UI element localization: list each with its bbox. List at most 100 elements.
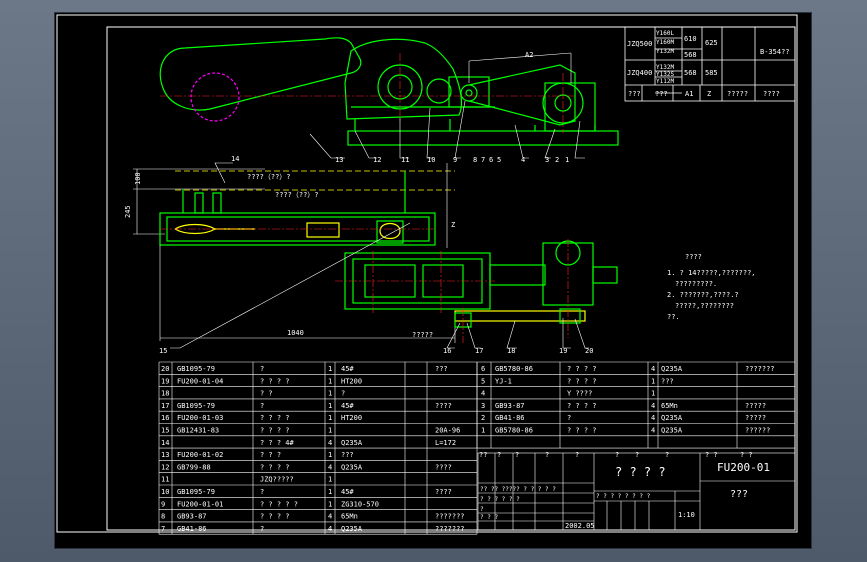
- part-name: ? ? ? ?: [567, 402, 597, 410]
- part-name: ? ? ? ?: [567, 377, 597, 385]
- dim-a2-label: A2: [525, 51, 533, 59]
- part-no: 12: [161, 463, 169, 471]
- callout-leaders-mid: [170, 162, 589, 349]
- part-remark: ???: [435, 365, 448, 373]
- parts-header-cell: ? ?: [705, 451, 718, 459]
- callout-number: 10: [427, 156, 435, 164]
- callout-number: 18: [507, 347, 515, 355]
- part-code: YJ-1: [495, 377, 512, 385]
- part-no: 15: [161, 427, 169, 435]
- part-no: 6: [481, 365, 485, 373]
- slot-label: ?????: [412, 331, 433, 339]
- title-block: [477, 452, 796, 531]
- part-no: 14: [161, 439, 169, 447]
- spec-note: B-354??: [760, 48, 790, 56]
- callout-number: 2: [555, 156, 559, 164]
- part-no: 7: [161, 525, 165, 533]
- part-remark: L=172: [435, 439, 456, 447]
- spec-footer-cell: ???: [655, 90, 668, 98]
- part-qty: 1: [651, 377, 655, 385]
- parts-list: [158, 361, 796, 535]
- title-block-stage: ? ? ? ? ? ? ? ?: [596, 493, 651, 500]
- part-name: ? ? ? ?: [567, 365, 597, 373]
- part-qty: 4: [651, 414, 655, 422]
- part-remark: ????: [435, 402, 452, 410]
- spec-footer-cell: A1: [685, 90, 693, 98]
- callout-number: 15: [159, 347, 167, 355]
- parts-header-cell: ?: [497, 451, 501, 459]
- part-no: 3: [481, 402, 485, 410]
- part-no: 18: [161, 390, 169, 398]
- notes-line: ??.: [667, 313, 680, 321]
- part-qty: 4: [651, 402, 655, 410]
- spec-model: JZQ400: [627, 69, 652, 77]
- parts-header-cell: ?: [615, 451, 619, 459]
- part-qty: 1: [328, 377, 332, 385]
- part-material: HT200: [341, 414, 362, 422]
- callout-number: 5: [497, 156, 501, 164]
- spec-footer-cell: ????: [763, 90, 780, 98]
- notes-line: ?????????.: [675, 280, 717, 288]
- callout-number: 11: [401, 156, 409, 164]
- callout-number: 20: [585, 347, 593, 355]
- title-block-name: ? ? ? ?: [615, 465, 666, 479]
- part-name: Y ????: [567, 390, 592, 398]
- part-name: ? ?: [260, 390, 273, 398]
- part-remark: ????: [435, 488, 452, 496]
- part-code: FU200-01-03: [177, 414, 223, 422]
- part-material: ZG310-570: [341, 500, 379, 508]
- part-qty: 1: [328, 390, 332, 398]
- part-remark: ???????: [435, 513, 465, 521]
- spec-b: 625: [705, 39, 718, 47]
- callout-number: 4: [521, 156, 525, 164]
- spec-a: 568: [684, 69, 697, 77]
- part-code: FU200-01-01: [177, 500, 223, 508]
- spec-motor: Y132S: [656, 71, 674, 78]
- technical-notes: ????1. ? 14?????,???????,?????????.2. ??…: [667, 253, 756, 321]
- part-name: ? ? ?: [260, 451, 281, 459]
- part-material: ?: [341, 390, 345, 398]
- spec-model: JZQ500: [627, 40, 652, 48]
- part-material: ???: [341, 451, 354, 459]
- revision-row: ?: [480, 506, 484, 513]
- callout-number: 12: [373, 156, 381, 164]
- part-qty: 1: [328, 427, 332, 435]
- part-material: 65Mn: [341, 513, 358, 521]
- part-material: Q235A: [661, 365, 683, 373]
- part-no: 13: [161, 451, 169, 459]
- part-no: 19: [161, 377, 169, 385]
- spec-footer-cell: Z: [707, 90, 711, 98]
- part-name: ? ? ? ? ?: [260, 500, 298, 508]
- part-qty: 1: [328, 476, 332, 484]
- spec-motor: Y160L: [656, 30, 674, 37]
- part-no: 9: [161, 500, 165, 508]
- part-no: 1: [481, 427, 485, 435]
- part-code: GB1095-79: [177, 488, 215, 496]
- dim-100: 100: [134, 172, 142, 185]
- part-name: ?: [260, 525, 264, 533]
- callout-number: 6: [489, 156, 493, 164]
- part-code: GB41-86: [177, 525, 207, 533]
- part-name: ? ? ? 4#: [260, 439, 295, 447]
- notes-line: 2. ???????,????.?: [667, 291, 739, 299]
- spec-motor: Y132M: [656, 64, 674, 71]
- gearbox-plan: [344, 240, 618, 328]
- part-name: ? ? ? ?: [567, 427, 597, 435]
- part-material: 45#: [341, 365, 354, 373]
- parts-header-cell: ??: [479, 451, 487, 459]
- callout-number: 13: [335, 156, 343, 164]
- spec-a: 610: [684, 35, 697, 43]
- callout-leaders-top: [309, 100, 585, 159]
- parts-header-cell: ?: [545, 451, 549, 459]
- part-code: GB93-87: [177, 513, 207, 521]
- part-remark: ???????: [745, 365, 775, 373]
- part-qty: 4: [651, 365, 655, 373]
- callout-number: 16: [443, 347, 451, 355]
- part-name: ? ? ? ?: [260, 463, 290, 471]
- part-code: GB41-86: [495, 414, 525, 422]
- parts-header-cell: ? ?: [740, 451, 753, 459]
- part-no: 10: [161, 488, 169, 496]
- part-name: JZQ?????: [260, 476, 294, 484]
